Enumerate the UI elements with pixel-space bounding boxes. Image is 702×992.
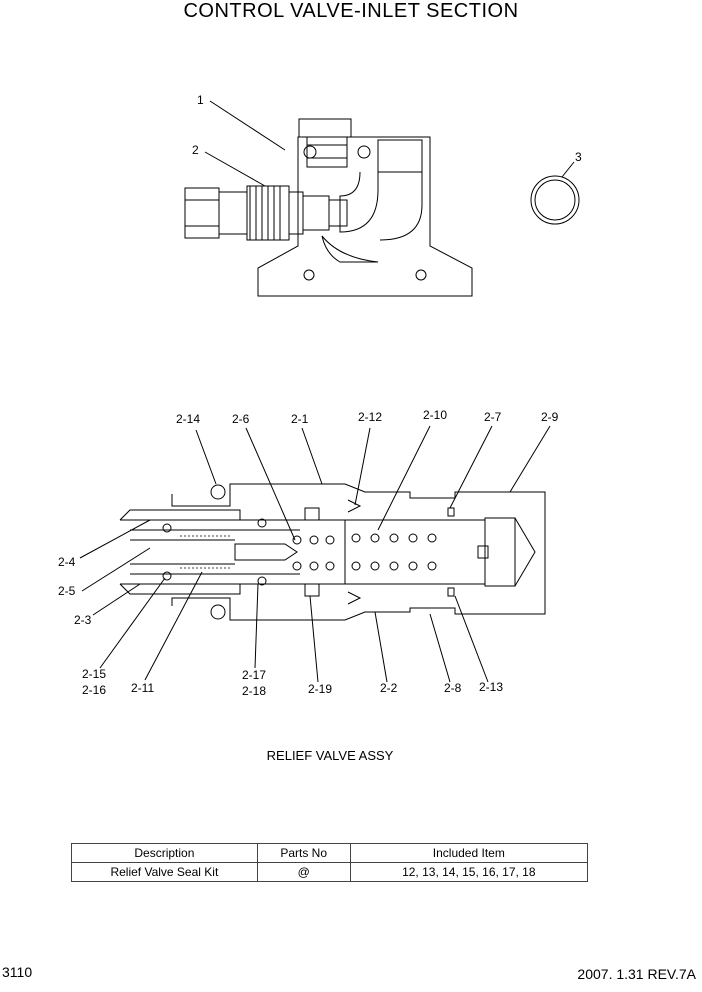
callout-2-6: 2-6 bbox=[232, 412, 250, 426]
page-title: CONTROL VALVE-INLET SECTION bbox=[183, 0, 519, 22]
column-header-description: Description bbox=[71, 843, 258, 863]
callout-1: 1 bbox=[197, 93, 204, 107]
column-header-included-item: Included Item bbox=[349, 843, 589, 863]
callout-2-19: 2-19 bbox=[308, 682, 332, 696]
callout-2-11: 2-11 bbox=[131, 681, 154, 695]
callout-2-9: 2-9 bbox=[541, 410, 559, 424]
callout-3: 3 bbox=[575, 150, 582, 164]
callout-2-15: 2-15 bbox=[82, 667, 106, 681]
callout-2-14: 2-14 bbox=[176, 412, 200, 426]
callout-2-8: 2-8 bbox=[444, 681, 462, 695]
cell-parts-no: @ bbox=[256, 862, 351, 882]
callout-2-5: 2-5 bbox=[58, 584, 76, 598]
callout-2-17: 2-17 bbox=[242, 668, 266, 682]
table-header-row: Description Parts No Included Item bbox=[71, 843, 589, 863]
relief-valve-section-drawing bbox=[79, 425, 551, 683]
assembly-caption: RELIEF VALVE ASSY bbox=[266, 748, 394, 763]
callout-2: 2 bbox=[192, 143, 199, 157]
callout-2-12: 2-12 bbox=[358, 410, 382, 424]
cell-included-item: 12, 13, 14, 15, 16, 17, 18 bbox=[349, 862, 589, 882]
callout-2-2: 2-2 bbox=[380, 681, 398, 695]
parts-table: Description Parts No Included Item Relie… bbox=[71, 843, 589, 882]
cell-description: Relief Valve Seal Kit bbox=[71, 862, 258, 882]
revision-date: 2007. 1.31 REV.7A bbox=[577, 966, 696, 982]
callout-2-4: 2-4 bbox=[58, 555, 76, 569]
callout-2-1: 2-1 bbox=[291, 412, 309, 426]
inlet-body-drawing bbox=[184, 100, 580, 297]
callout-2-16: 2-16 bbox=[82, 683, 106, 697]
column-header-parts-no: Parts No bbox=[256, 843, 351, 863]
callout-2-10: 2-10 bbox=[423, 408, 447, 422]
callout-2-3: 2-3 bbox=[74, 613, 92, 627]
page-number: 3110 bbox=[2, 964, 33, 980]
callout-2-18: 2-18 bbox=[242, 684, 266, 698]
table-row: Relief Valve Seal Kit @ 12, 13, 14, 15, … bbox=[71, 862, 589, 882]
callout-2-7: 2-7 bbox=[484, 410, 502, 424]
callout-2-13: 2-13 bbox=[479, 680, 503, 694]
